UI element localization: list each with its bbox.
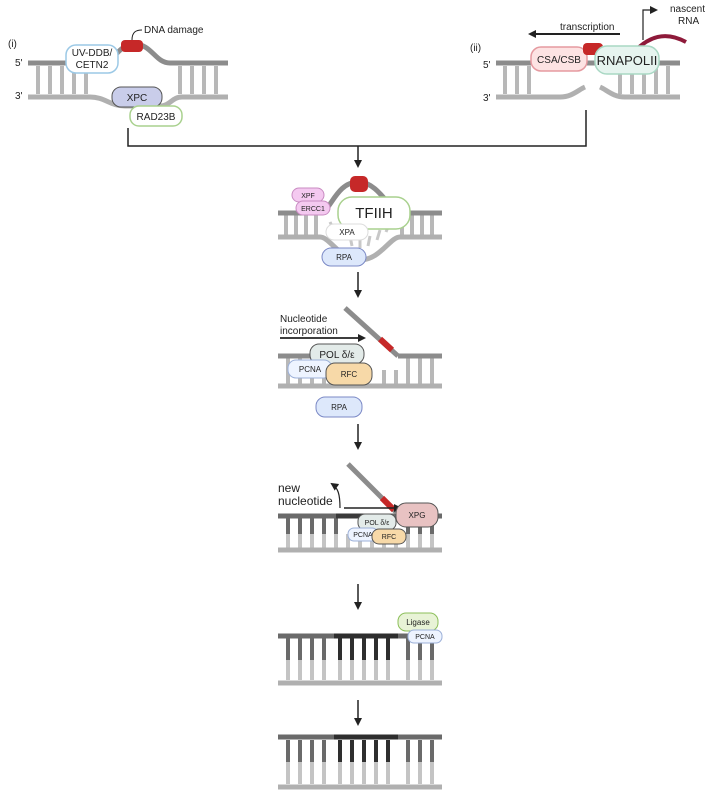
nascent-rna-pointer xyxy=(642,6,658,40)
excised-oligo-lesion xyxy=(377,336,395,353)
nascent-rna-label-line1: nascent xyxy=(670,4,705,15)
panel-ii-bottom-strand xyxy=(496,84,680,100)
panel-i-damage-label: DNA damage xyxy=(144,25,204,36)
ercc1-protein xyxy=(295,200,331,216)
tfiih-protein xyxy=(337,196,411,230)
repaired-rungs-bottom xyxy=(286,762,434,784)
pcna-label-fill: PCNA xyxy=(299,365,322,374)
new-nucleotide-label-line1: new xyxy=(278,481,300,495)
step-tfiih-unwinding: XPF ERCC1 TFIIH XPA RPA xyxy=(278,176,442,298)
new-nucleotide-pointer xyxy=(330,482,341,509)
ligase-label: Ligase xyxy=(406,618,430,627)
pcna-protein-ligation xyxy=(407,629,443,644)
panel-i-global-genome: (i) 5' 3' DNA damage UV-DDB/ CETN2 XPC R… xyxy=(8,25,228,127)
panel-ii-transcription-coupled: (ii) 5' 3' transcription nascent RNA CSA… xyxy=(470,4,705,104)
tfiih-label: TFIIH xyxy=(355,205,393,222)
nucleotide-incorporation-line2: incorporation xyxy=(280,326,338,337)
rpa-protein-tfiih xyxy=(321,247,367,267)
rad23b-protein xyxy=(129,105,183,127)
rnapolii-protein xyxy=(594,45,660,75)
rad23b-label: RAD23B xyxy=(137,112,176,123)
xpa-label: XPA xyxy=(339,228,355,237)
pol-delta-epsilon-label-2: POL δ/ε xyxy=(365,520,390,527)
panel-ii-three-prime: 3' xyxy=(483,93,491,104)
step-xpg-excision: new nucleotide XPG POL δ/ε PCNA RFC xyxy=(278,462,442,610)
panel-ii-five-prime: 5' xyxy=(483,60,491,71)
pcna-label-2: PCNA xyxy=(353,532,373,539)
nucleotide-incorporation-line1: Nucleotide xyxy=(280,314,328,325)
step-gap-filling: Nucleotide incorporation POL δ/ε PCNA RF… xyxy=(278,306,442,450)
rfc-label-2: RFC xyxy=(382,534,396,541)
tfiih-damage-lesion xyxy=(350,176,368,192)
xpc-label: XPC xyxy=(127,93,148,104)
transcription-label: transcription xyxy=(560,22,614,33)
new-nucleotide-label-line2: nucleotide xyxy=(278,494,333,508)
xpg-protein xyxy=(395,502,439,528)
tfiih-rungs xyxy=(284,215,434,235)
step-repaired-dna xyxy=(278,734,442,790)
ligation-rungs-new xyxy=(338,638,390,660)
ercc1-label: ERCC1 xyxy=(301,206,325,213)
xpa-protein xyxy=(325,223,369,241)
ligation-rungs-bottom xyxy=(286,660,434,680)
repaired-rungs-new xyxy=(338,740,390,762)
rfc-protein-2 xyxy=(371,528,407,545)
uv-ddb-label-line1: UV-DDB/ xyxy=(72,48,113,59)
panel-i-label: (i) xyxy=(8,39,17,50)
uv-ddb-cetn2-protein xyxy=(65,44,119,74)
pol-delta-epsilon-label: POL δ/ε xyxy=(319,350,355,361)
panel-i-five-prime: 5' xyxy=(15,58,23,69)
pcna-label-ligation: PCNA xyxy=(415,634,435,641)
merge-connector xyxy=(127,110,587,168)
rnapolii-label: RNAPOLII xyxy=(597,53,658,68)
rpa-protein-fill xyxy=(315,396,363,418)
panel-ii-label: (ii) xyxy=(470,43,481,54)
xpg-label: XPG xyxy=(409,511,426,520)
nascent-rna-label-line2: RNA xyxy=(678,16,699,27)
panel-i-three-prime: 3' xyxy=(15,91,23,102)
panel-i-damage-lesion xyxy=(121,40,143,52)
rfc-protein-fill xyxy=(325,362,373,386)
csa-csb-label: CSA/CSB xyxy=(537,55,581,66)
rfc-label-fill: RFC xyxy=(341,370,358,379)
rpa-label-fill: RPA xyxy=(331,403,348,412)
xpf-label: XPF xyxy=(301,193,315,200)
step-ligation: Ligase PCNA xyxy=(278,612,443,726)
csa-csb-protein xyxy=(530,46,588,72)
rpa-label-tfiih: RPA xyxy=(336,253,353,262)
uv-ddb-label-line2: CETN2 xyxy=(76,60,109,71)
repaired-rungs-top xyxy=(286,740,434,762)
panel-i-damage-pointer xyxy=(131,29,143,41)
